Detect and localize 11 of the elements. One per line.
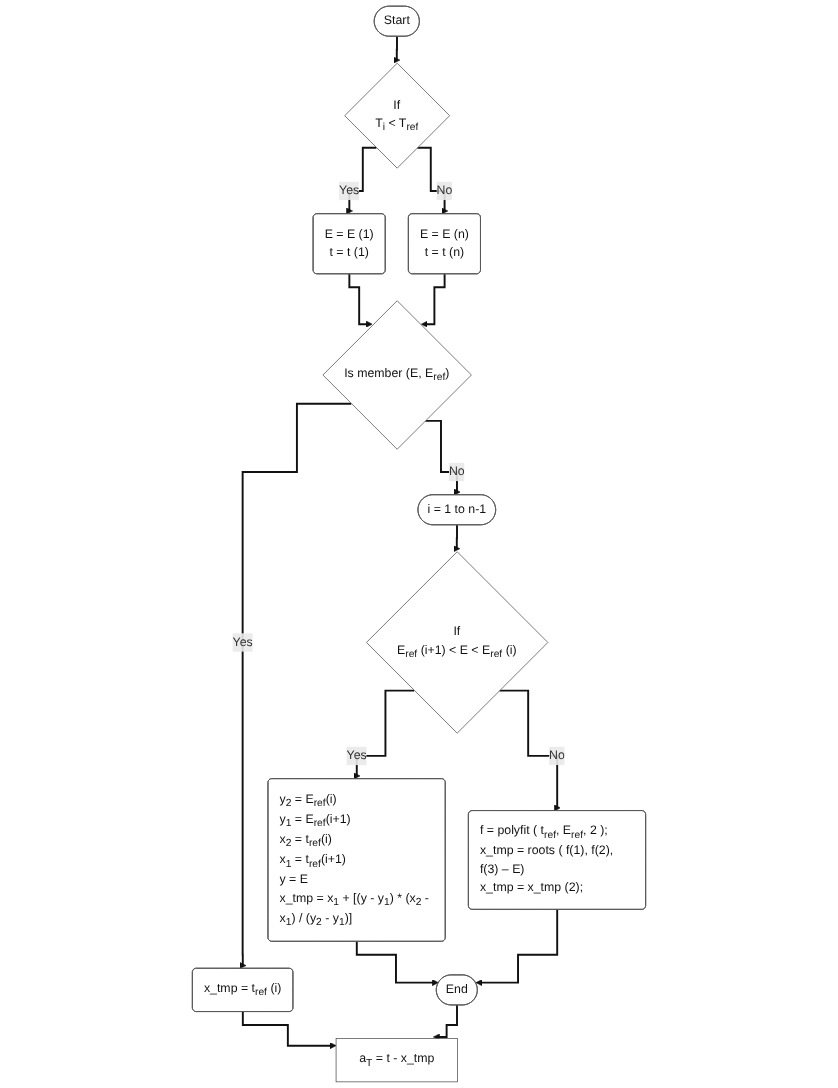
arrow <box>475 908 559 986</box>
arrow <box>355 940 439 986</box>
arrow <box>498 689 561 812</box>
arrow <box>453 524 461 553</box>
arrow <box>348 273 373 328</box>
arrow <box>433 1004 459 1041</box>
arrow <box>353 689 416 780</box>
arrow <box>239 402 353 969</box>
arrow <box>241 1011 337 1050</box>
arrow <box>393 35 401 64</box>
arrow <box>421 273 446 328</box>
